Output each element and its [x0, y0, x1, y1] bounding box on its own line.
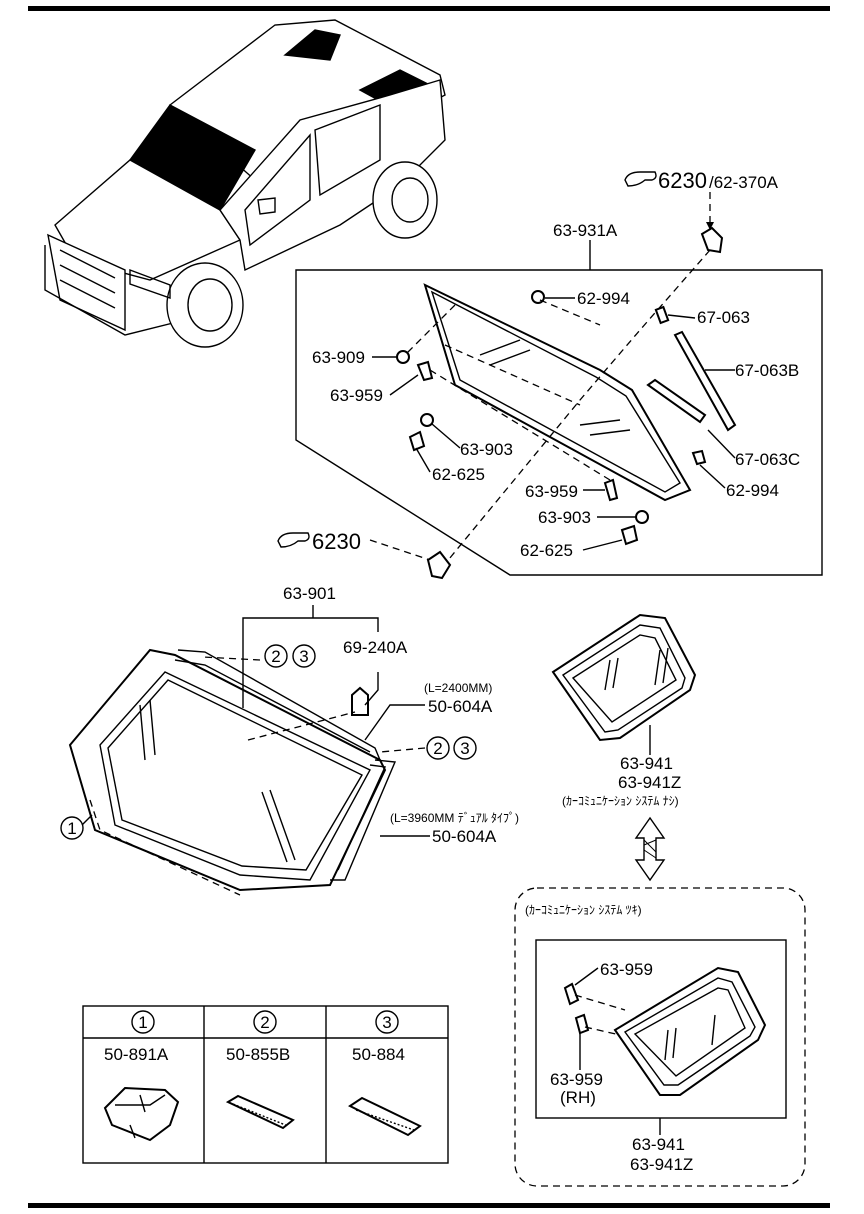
part-label: 62-625	[520, 541, 573, 560]
legend-part-1: 50-891A	[104, 1045, 169, 1064]
part-label: 62-994	[726, 481, 779, 500]
length-note: (L=2400MM)	[424, 681, 492, 695]
legend-header-1: 1	[138, 1013, 147, 1032]
part-label: (RH)	[560, 1088, 596, 1107]
bottom-rule	[28, 1203, 830, 1208]
reference-hand-icon-lower	[277, 532, 310, 548]
legend-part-2: 50-855B	[226, 1045, 290, 1064]
callout-circle	[292, 644, 316, 668]
double-arrow-icon	[634, 816, 666, 882]
part-label: 63-903	[538, 508, 591, 527]
part-label: 63-909	[312, 348, 365, 367]
liftgate-glass-group	[295, 192, 823, 580]
callout-circle	[453, 736, 477, 760]
part-label: 62-994	[577, 289, 630, 308]
part-label: 63-959	[600, 960, 653, 979]
part-label: 63-959	[550, 1070, 603, 1089]
ref-label-suffix: /62-370A	[709, 173, 779, 192]
callout-number: 2	[433, 739, 442, 758]
part-label: 63-941Z	[630, 1155, 693, 1174]
legend-part-3: 50-884	[352, 1045, 405, 1064]
part-label: 63-941	[632, 1135, 685, 1154]
legend-header-2: 2	[260, 1013, 269, 1032]
callout-circle	[131, 1010, 155, 1034]
comm-system-box	[514, 887, 806, 1187]
part-label: 63-901	[283, 584, 336, 603]
ref-label-lower: 6230	[312, 529, 361, 554]
reference-hand-icon	[624, 171, 657, 187]
part-label: 63-931A	[553, 221, 618, 240]
ref-label-main: 6230	[658, 168, 707, 193]
length-note: (L=3960MM ﾃﾞｭｱﾙ ﾀｲﾌﾟ)	[390, 811, 519, 825]
part-label: 63-903	[460, 440, 513, 459]
callout-circle	[426, 736, 450, 760]
callout-number: 2	[271, 647, 280, 666]
part-label: 63-941Z	[618, 773, 681, 792]
windshield-group	[68, 605, 430, 896]
part-label: 69-240A	[343, 638, 408, 657]
callout-circle	[253, 1010, 277, 1034]
vehicle-illustration	[44, 19, 446, 348]
callout-circle	[375, 1010, 399, 1034]
callout-circle	[264, 644, 288, 668]
part-label: 50-604A	[428, 697, 493, 716]
part-label: 67-063C	[735, 450, 800, 469]
part-label: 63-941	[620, 754, 673, 773]
part-label: 67-063B	[735, 361, 799, 380]
callout-number: 3	[299, 647, 308, 666]
quarter-glass-upper	[551, 613, 697, 755]
part-label: 50-604A	[432, 827, 497, 846]
legend-header-3: 3	[382, 1013, 391, 1032]
part-label: 63-959	[330, 386, 383, 405]
callout-number: 3	[460, 739, 469, 758]
callout-number: 1	[67, 819, 76, 838]
part-label: 63-959	[525, 482, 578, 501]
part-label: 62-625	[432, 465, 485, 484]
variant-note: (ｶｰｺﾐｭﾆｹｰｼｮﾝ ｼｽﾃﾑ ﾂｷ)	[525, 903, 642, 917]
top-rule	[28, 6, 830, 11]
legend-table	[82, 1005, 449, 1164]
part-label: 67-063	[697, 308, 750, 327]
callout-circle	[60, 816, 84, 840]
windshield-glass	[68, 648, 387, 892]
variant-note: (ｶｰｺﾐｭﾆｹｰｼｮﾝ ｼｽﾃﾑ ﾅｼ)	[562, 794, 679, 808]
